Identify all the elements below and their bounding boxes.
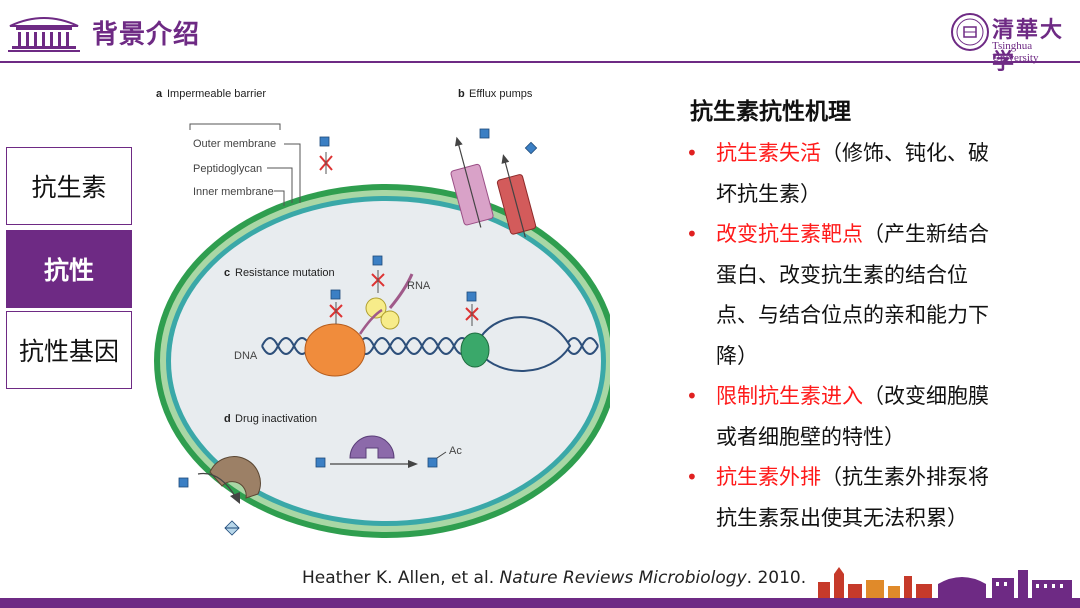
tab-resistance-genes[interactable]: 抗性基因 <box>6 311 132 389</box>
page-title: 背景介绍 <box>92 20 201 50</box>
campus-skyline-icon <box>818 567 1072 600</box>
label-b: Efflux pumps <box>469 88 533 100</box>
slide-header: 背景介绍 清華大学 Tsinghua University <box>0 0 1080 75</box>
item-highlight: 抗生素失活 <box>716 141 821 165</box>
label-d-letter: d <box>224 413 231 425</box>
university-name-cn: 清華大学 <box>992 17 1065 75</box>
label-b-letter: b <box>458 88 465 100</box>
label-c-letter: c <box>224 267 230 279</box>
label-rna: RNA <box>407 280 431 292</box>
item-highlight: 改变抗生素靶点 <box>716 222 863 246</box>
list-item: 改变抗生素靶点（产生新结合蛋白、改变抗生素的结合位点、与结合位点的亲和能力下降） <box>686 214 1006 376</box>
list-item: 抗生素外排（抗生素外排泵将抗生素泵出使其无法积累） <box>686 457 1006 538</box>
label-outer-membrane: Outer membrane <box>193 138 276 150</box>
mechanism-title: 抗生素抗性机理 <box>690 99 851 125</box>
citation-authors: Heather K. Allen, et al. <box>302 568 500 588</box>
label-dna: DNA <box>234 350 258 362</box>
item-text: （修饰、钝化、破坏抗生素） <box>716 141 989 206</box>
tsinghua-building-logo-icon <box>8 17 80 52</box>
label-peptidoglycan: Peptidoglycan <box>193 163 262 175</box>
item-highlight: 抗生素外排 <box>716 465 821 489</box>
label-a-letter: a <box>156 88 163 100</box>
item-text: （改变细胞膜或者细胞壁的特性） <box>716 384 989 449</box>
citation-journal: Nature Reviews Microbiology <box>499 568 747 588</box>
label-inner-membrane: Inner membrane <box>193 186 274 198</box>
tab-resistance[interactable]: 抗性 <box>6 230 132 308</box>
figure-citation: Heather K. Allen, et al. Nature Reviews … <box>302 568 806 588</box>
list-item: 抗生素失活（修饰、钝化、破坏抗生素） <box>686 133 1006 214</box>
label-d: Drug inactivation <box>235 413 317 425</box>
header-divider <box>0 61 1080 63</box>
item-highlight: 限制抗生素进入 <box>716 384 863 408</box>
item-text: （产生新结合蛋白、改变抗生素的结合位点、与结合位点的亲和能力下降） <box>716 222 989 368</box>
cell-cytoplasm <box>171 201 601 521</box>
mechanism-list: 抗生素失活（修饰、钝化、破坏抗生素） 改变抗生素靶点（产生新结合蛋白、改变抗生素… <box>686 133 1006 538</box>
list-item: 限制抗生素进入（改变细胞膜或者细胞壁的特性） <box>686 376 1006 457</box>
resistance-mechanism-figure: a Impermeable barrier Outer membrane Pep… <box>154 88 610 538</box>
label-c: Resistance mutation <box>235 267 335 279</box>
label-ac: Ac <box>449 445 462 457</box>
citation-year: . 2010. <box>746 568 807 588</box>
tab-antibiotics[interactable]: 抗生素 <box>6 147 132 225</box>
footer-bar <box>0 598 1080 608</box>
item-text: （抗生素外排泵将抗生素泵出使其无法积累） <box>716 465 989 530</box>
tsinghua-seal-icon <box>951 13 989 51</box>
label-a: Impermeable barrier <box>167 88 266 100</box>
